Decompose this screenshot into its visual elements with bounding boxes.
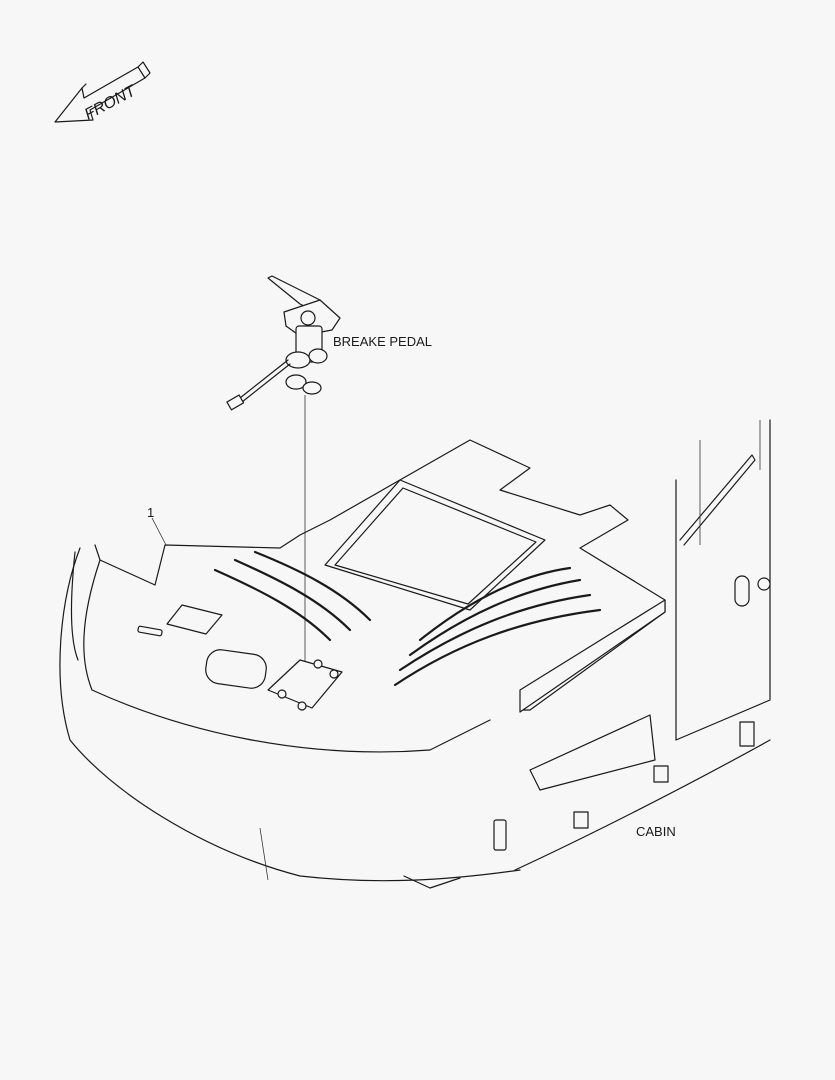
cabin-label: CABIN <box>636 824 676 839</box>
cabin-icon <box>259 419 771 889</box>
floor-mat-icon <box>59 439 666 882</box>
brake-pedal-label: BREAKE PEDAL <box>333 334 432 349</box>
front-arrow-icon: FRONT <box>54 61 151 124</box>
brake-pedal-icon <box>226 275 341 411</box>
callout-1: 1 <box>147 505 155 520</box>
